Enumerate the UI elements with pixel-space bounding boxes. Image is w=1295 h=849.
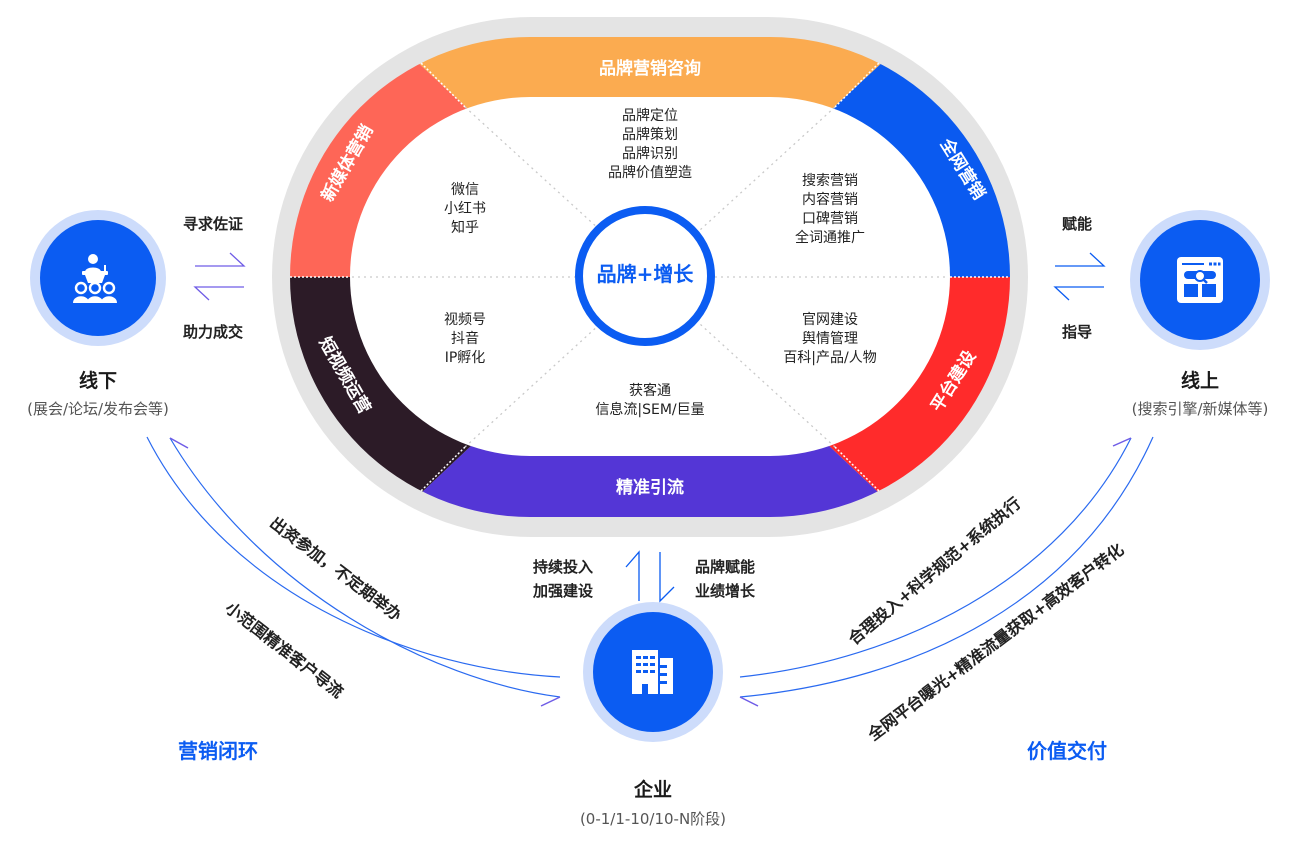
enterprise-down-labels: 品牌赋能 业绩增长 [695, 555, 755, 603]
online-to-hub-label: 指导 [1062, 323, 1093, 341]
hub-to-offline-label: 助力成交 [183, 323, 244, 341]
list-item: 口碑营销 [802, 211, 858, 227]
list-item: 百科|产品/人物 [783, 350, 877, 366]
enterprise-node[interactable] [583, 602, 723, 742]
list-item: 抖音 [451, 331, 479, 347]
online-title: 线上 [1180, 370, 1219, 392]
offline-node-core [40, 220, 156, 336]
list-item: 品牌定位 [622, 108, 678, 124]
brand-consulting-items: 品牌定位 品牌策划 品牌识别 品牌价值塑造 [570, 107, 730, 183]
center-circle [575, 206, 715, 346]
offline-to-hub-label: 寻求佐证 [183, 215, 244, 233]
enterprise-up-labels: 持续投入 加强建设 [533, 555, 593, 603]
marketing-loop-label: 营销闭环 [178, 739, 258, 763]
list-item: 品牌价值塑造 [608, 165, 692, 181]
precise-traffic-items: 获客通 信息流|SEM/巨量 [570, 382, 730, 420]
right-loop-curves [739, 436, 1154, 698]
center-label: 品牌+增长 [596, 262, 694, 286]
presentation-audience-icon [73, 254, 117, 303]
offline-node[interactable] [30, 210, 166, 346]
offline-hub-arrows [193, 252, 246, 301]
enterprise-node-core [593, 612, 713, 732]
inner-dividers [352, 106, 948, 448]
list-item: 视频号 [444, 312, 486, 328]
hub-to-online-label: 赋能 [1062, 215, 1093, 233]
web-search-page-icon [1177, 257, 1223, 303]
segment-dividers [290, 61, 1010, 493]
enterprise-hub-arrows [625, 550, 675, 603]
list-item: 内容营销 [802, 192, 858, 208]
segment-label-precise-traffic: 精准引流 [616, 477, 684, 498]
list-item: 信息流|SEM/巨量 [595, 402, 705, 418]
list-item: 官网建设 [802, 312, 858, 328]
list-item: 全词通推广 [795, 230, 865, 246]
online-subtitle: (搜索引擎/新媒体等) [1131, 400, 1269, 418]
enterprise-subtitle: (0-1/1-10/10-N阶段) [579, 810, 727, 828]
list-item: 获客通 [629, 383, 671, 399]
list-item: 知乎 [451, 220, 479, 236]
list-item: 品牌策划 [622, 127, 678, 143]
online-node-core [1140, 220, 1260, 340]
list-item: IP孵化 [444, 350, 486, 366]
platform-items: 官网建设 舆情管理 百科|产品/人物 [760, 311, 900, 368]
offline-title: 线下 [78, 370, 117, 392]
online-node[interactable] [1130, 210, 1270, 350]
enterprise-down-label: 业绩增长 [695, 582, 756, 600]
offline-subtitle: (展会/论坛/发布会等) [27, 400, 169, 418]
right-inner-curve [739, 436, 1154, 698]
left-outer-curve [146, 436, 561, 678]
list-item: 搜索营销 [802, 173, 858, 189]
list-item: 舆情管理 [802, 331, 858, 347]
left-inner-curve [169, 437, 561, 698]
list-item: 小红书 [444, 201, 486, 217]
segment-label-brand-consulting: 品牌营销咨询 [599, 58, 701, 79]
enterprise-title: 企业 [633, 779, 672, 801]
left-loop-curves [146, 436, 561, 698]
enterprise-up-label: 持续投入 [533, 558, 594, 576]
full-network-items: 搜索营销 内容营销 口碑营销 全词通推广 [760, 172, 900, 248]
list-item: 微信 [451, 182, 479, 198]
value-delivery-label: 价值交付 [1027, 739, 1107, 763]
enterprise-up-label: 加强建设 [533, 582, 594, 600]
office-building-icon [632, 650, 673, 694]
enterprise-down-label: 品牌赋能 [695, 558, 756, 576]
right-loop-arrowheads [739, 437, 1132, 707]
list-item: 品牌识别 [622, 146, 678, 162]
left-loop-arrowheads [169, 437, 561, 707]
right-outer-curve [739, 437, 1132, 678]
short-video-items: 视频号 抖音 IP孵化 [415, 311, 515, 368]
online-hub-arrows [1053, 252, 1106, 301]
new-media-items: 微信 小红书 知乎 [415, 181, 515, 238]
